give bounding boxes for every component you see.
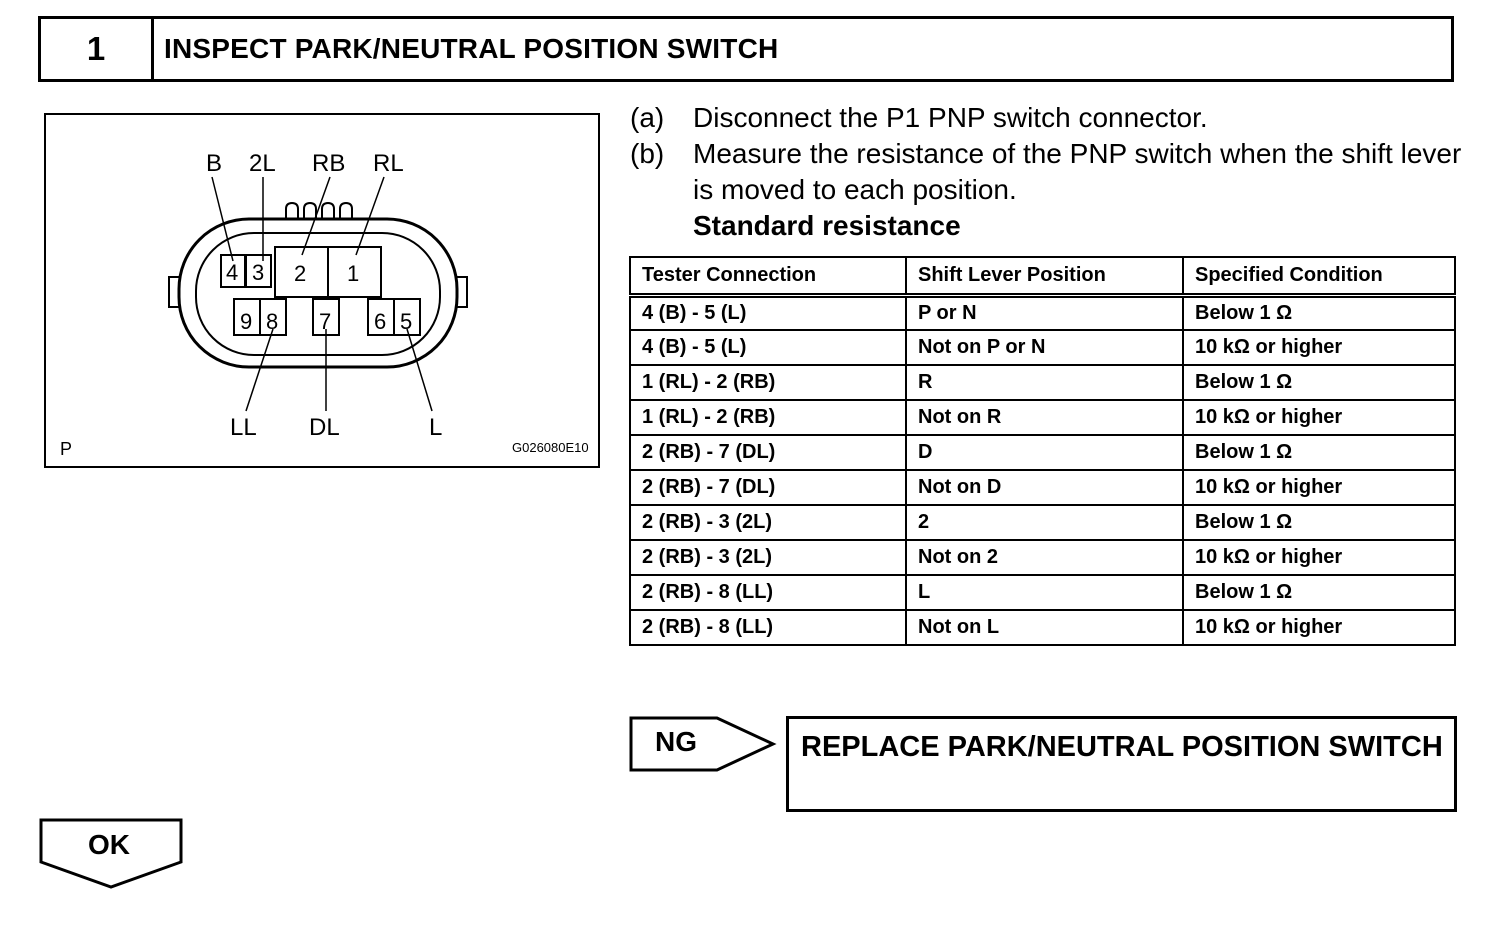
table-cell: 10 kΩ or higher [1182, 329, 1456, 366]
table-row: 1 (RL) - 2 (RB) Not on R 10 kΩ or higher [629, 399, 1456, 436]
ng-label: NG [655, 726, 697, 757]
resistance-table: Tester Connection Shift Lever Position S… [629, 256, 1456, 646]
table-row: 2 (RB) - 3 (2L) Not on 2 10 kΩ or higher [629, 539, 1456, 576]
instruction-key: (b) [630, 138, 665, 169]
ok-label: OK [88, 829, 130, 860]
table-cell: 2 (RB) - 7 (DL) [629, 434, 907, 471]
table-cell: 10 kΩ or higher [1182, 539, 1456, 576]
wire-label: DL [309, 414, 340, 441]
table-cell: Not on 2 [905, 539, 1184, 576]
table-row: 2 (RB) - 8 (LL) L Below 1 Ω [629, 574, 1456, 611]
pin-number: 4 [226, 260, 238, 285]
table-cell: 10 kΩ or higher [1182, 469, 1456, 506]
table-cell: 1 (RL) - 2 (RB) [629, 364, 907, 401]
table-row: 1 (RL) - 2 (RB) R Below 1 Ω [629, 364, 1456, 401]
table-cell: 10 kΩ or higher [1182, 609, 1456, 646]
wire-label: RL [373, 150, 404, 177]
table-row: 2 (RB) - 8 (LL) Not on L 10 kΩ or higher [629, 609, 1456, 646]
step-header: 1 INSPECT PARK/NEUTRAL POSITION SWITCH [38, 16, 1454, 82]
table-cell: 1 (RL) - 2 (RB) [629, 399, 907, 436]
wire-label: L [429, 414, 442, 441]
table-cell: 2 (RB) - 3 (2L) [629, 539, 907, 576]
pin-number: 1 [347, 261, 359, 286]
pin-number: 2 [294, 261, 306, 286]
table-cell: R [905, 364, 1184, 401]
wire-label: LL [230, 414, 257, 441]
connector-drawing: B 2L RB RL 4 3 2 1 9 8 7 6 5 LL DL L P G… [60, 150, 589, 459]
table-cell: D [905, 434, 1184, 471]
ng-arrow-icon [629, 716, 777, 772]
pin-number: 7 [319, 309, 331, 334]
table-cell: 2 (RB) - 8 (LL) [629, 574, 907, 611]
table-row: 2 (RB) - 7 (DL) D Below 1 Ω [629, 434, 1456, 471]
table-cell: Not on D [905, 469, 1184, 506]
pin-number: 3 [252, 260, 264, 285]
figure-code: G026080E10 [512, 440, 589, 455]
pin-number: 5 [400, 309, 412, 334]
table-cell: Below 1 Ω [1182, 574, 1456, 611]
wire-label: RB [312, 150, 345, 177]
table-row: 4 (B) - 5 (L) P or N Below 1 Ω [629, 294, 1456, 331]
table-cell: 2 (RB) - 3 (2L) [629, 504, 907, 541]
ok-arrow-icon [39, 818, 183, 889]
column-header: Tester Connection [629, 256, 907, 298]
standard-title: Standard resistance [693, 210, 961, 241]
table-row: 2 (RB) - 3 (2L) 2 Below 1 Ω [629, 504, 1456, 541]
column-header: Shift Lever Position [905, 256, 1184, 298]
instruction-text: Measure the resistance of the PNP switch… [693, 138, 1462, 205]
table-cell: Below 1 Ω [1182, 504, 1456, 541]
diagram-corner-label: P [60, 439, 72, 459]
step-title: INSPECT PARK/NEUTRAL POSITION SWITCH [164, 33, 779, 64]
instruction-item: (b) Measure the resistance of the PNP sw… [630, 136, 1470, 208]
table-cell: 2 [905, 504, 1184, 541]
table-row: 2 (RB) - 7 (DL) Not on D 10 kΩ or higher [629, 469, 1456, 506]
step-number: 1 [41, 19, 154, 79]
pin-number: 8 [266, 309, 278, 334]
instruction-text: Disconnect the P1 PNP switch connector. [693, 102, 1208, 133]
table-cell: L [905, 574, 1184, 611]
ng-result-box: REPLACE PARK/NEUTRAL POSITION SWITCH [786, 716, 1457, 812]
table-cell: 2 (RB) - 7 (DL) [629, 469, 907, 506]
table-cell: Not on L [905, 609, 1184, 646]
table-cell: Below 1 Ω [1182, 434, 1456, 471]
table-row: 4 (B) - 5 (L) Not on P or N 10 kΩ or hig… [629, 329, 1456, 366]
table-cell: P or N [905, 294, 1184, 331]
table-cell: Not on R [905, 399, 1184, 436]
table-cell: 4 (B) - 5 (L) [629, 294, 907, 331]
column-header: Specified Condition [1182, 256, 1456, 298]
instruction-item: (a) Disconnect the P1 PNP switch connect… [630, 100, 1470, 136]
pin-number: 9 [240, 309, 252, 334]
table-cell: Below 1 Ω [1182, 294, 1456, 331]
wire-label: B [206, 150, 222, 177]
instruction-key: (a) [630, 102, 665, 133]
pin-number: 6 [374, 309, 386, 334]
connector-diagram: B 2L RB RL 4 3 2 1 9 8 7 6 5 LL DL L P G… [44, 113, 600, 468]
wire-label: 2L [249, 150, 276, 177]
table-header-row: Tester Connection Shift Lever Position S… [629, 256, 1456, 298]
table-cell: Not on P or N [905, 329, 1184, 366]
table-cell: 2 (RB) - 8 (LL) [629, 609, 907, 646]
table-cell: 4 (B) - 5 (L) [629, 329, 907, 366]
table-cell: 10 kΩ or higher [1182, 399, 1456, 436]
instructions: (a) Disconnect the P1 PNP switch connect… [630, 100, 1470, 244]
table-cell: Below 1 Ω [1182, 364, 1456, 401]
